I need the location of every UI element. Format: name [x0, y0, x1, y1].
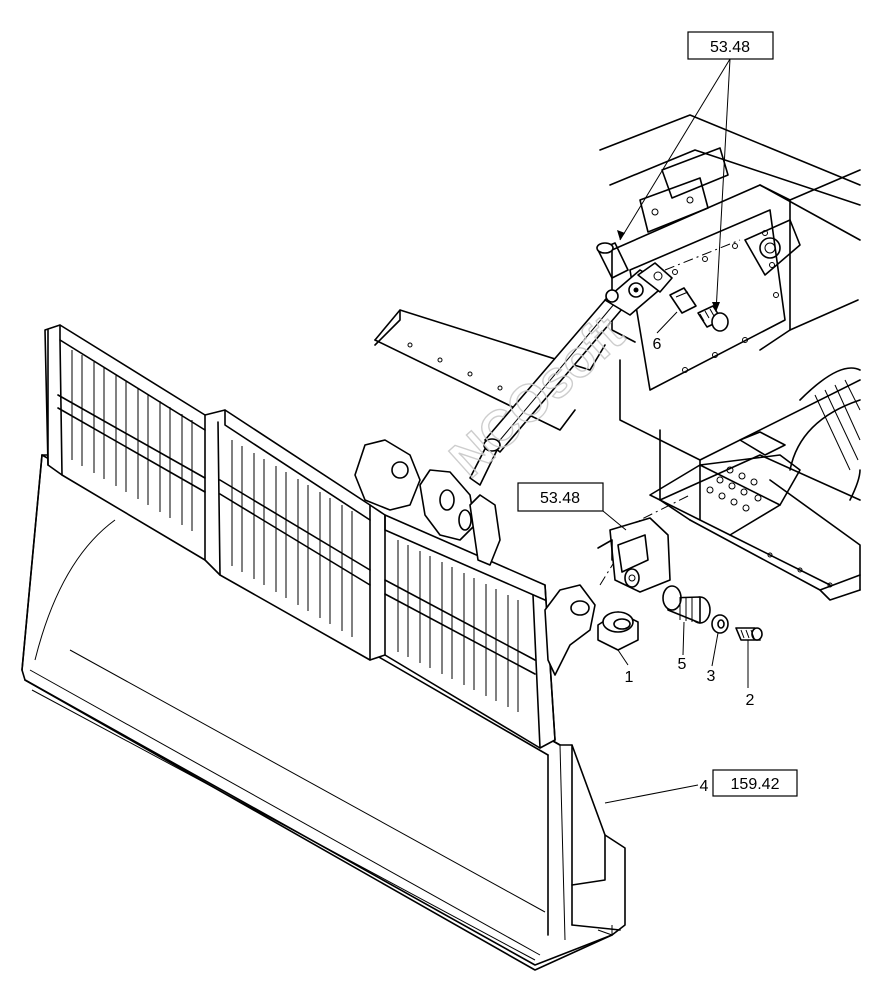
part-6-lock-plate [669, 287, 697, 314]
hydraulic-cylinder [469, 262, 673, 486]
reference-middle-leader [602, 510, 627, 531]
upper-pin [596, 242, 629, 279]
grille-guard [44, 324, 556, 749]
callout-2: 2 [746, 692, 755, 709]
reference-bucket[interactable]: 159.42 [712, 769, 798, 797]
callout-leaders [604, 311, 749, 804]
grille-slats-middle [231, 440, 353, 637]
callout-6: 6 [653, 336, 662, 353]
bucket-mounting-lugs [354, 439, 596, 676]
part-5-spacer [662, 585, 711, 624]
reference-top-label: 53.48 [710, 39, 750, 56]
callout-4: 4 [700, 778, 709, 795]
plate-holes [706, 466, 762, 512]
reference-top[interactable]: 53.48 [687, 31, 774, 60]
reference-middle-label: 53.48 [540, 490, 580, 507]
callout-3: 3 [707, 668, 716, 685]
callout-5: 5 [678, 656, 687, 673]
grille-slats-right [397, 540, 519, 712]
cylinder-bracket [597, 517, 671, 593]
bolt [697, 305, 729, 332]
reference-bucket-label: 159.42 [731, 776, 780, 793]
part-2-grease-fitting [735, 627, 763, 641]
reference-middle[interactable]: 53.48 [517, 482, 604, 512]
part-3-washer [711, 614, 729, 634]
part-1-bushing [597, 611, 639, 651]
loader-frame [374, 114, 861, 601]
callout-1: 1 [625, 669, 634, 686]
grille-slats-left [71, 350, 193, 531]
reference-top-leaders [617, 58, 731, 313]
